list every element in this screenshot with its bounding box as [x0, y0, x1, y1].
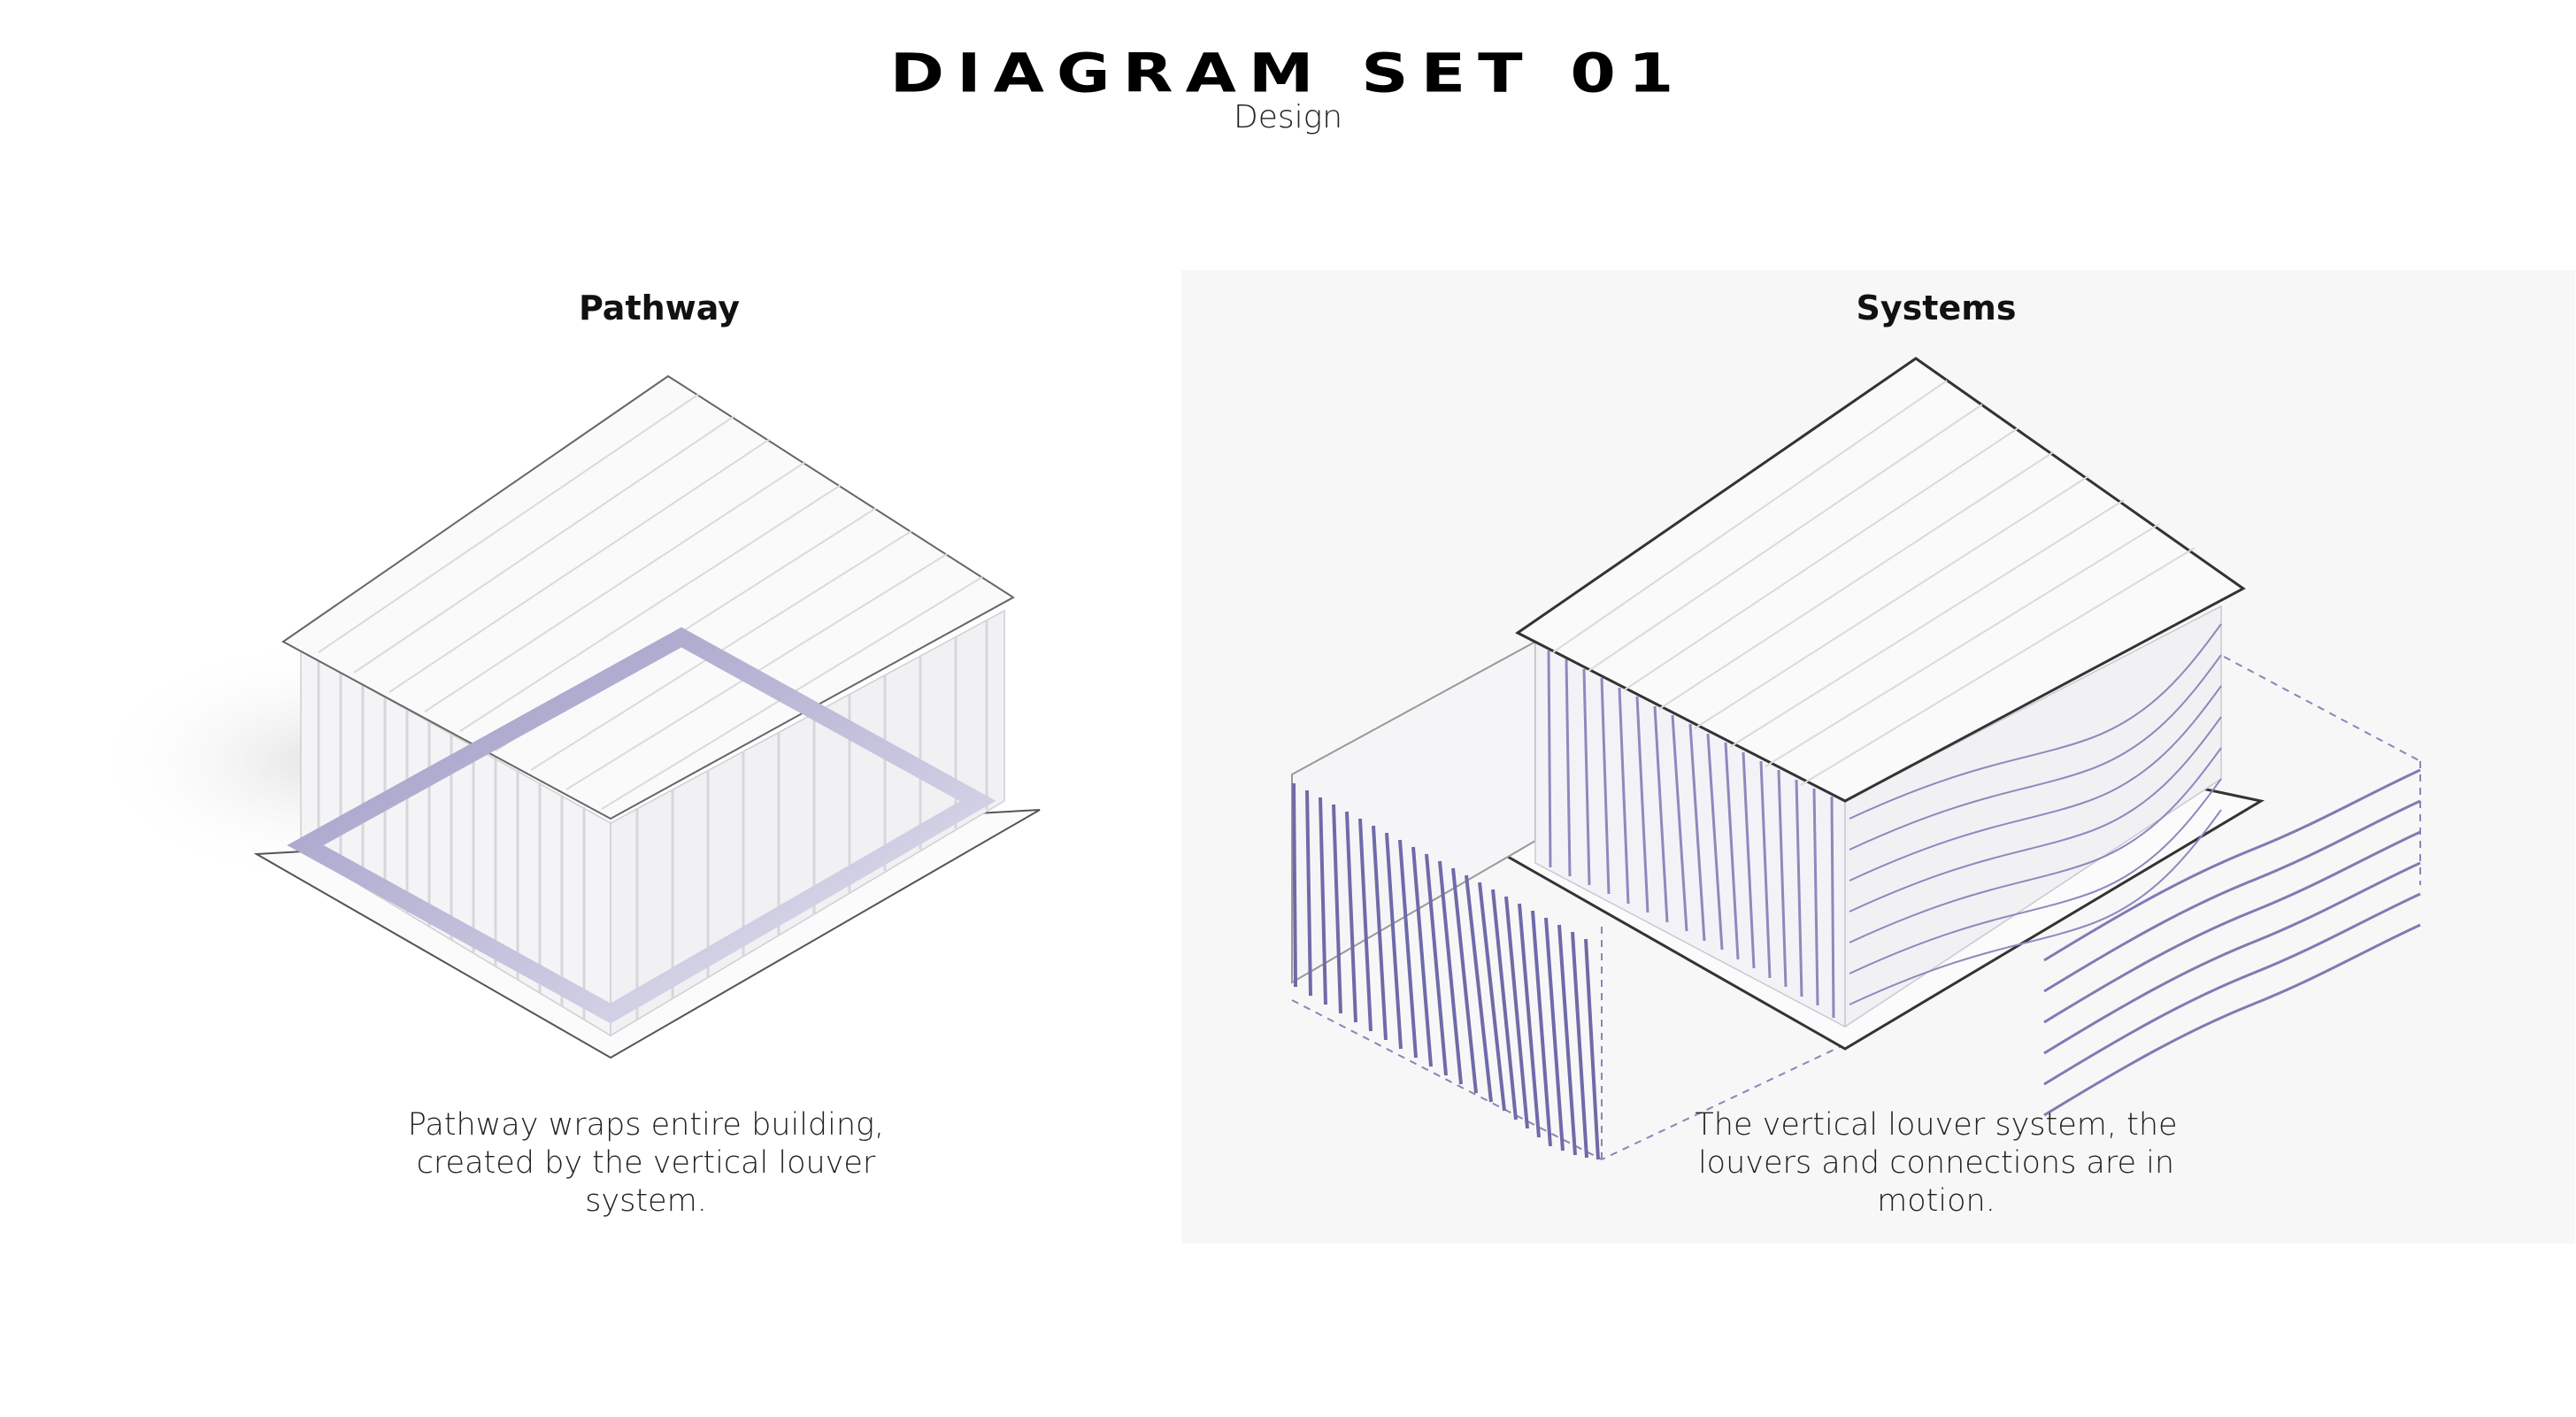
- systems-caption: The vertical louver system, the louvers …: [1695, 1107, 2178, 1219]
- roof-plane: [281, 374, 1015, 820]
- projection-lines: [1291, 650, 2421, 1160]
- exploded-connections: [2043, 768, 2421, 1117]
- sheet-subtitle: Design: [1233, 99, 1343, 135]
- wavy-connections-wall: [1849, 623, 2222, 1005]
- pathway-heading: Pathway: [578, 289, 741, 327]
- building-louvers: [1547, 650, 1835, 1019]
- pathway-diagram: [88, 374, 1041, 1059]
- systems-roof-plane: [1515, 357, 2246, 803]
- systems-diagram: [1291, 357, 2421, 1160]
- sheet-title: DIAGRAM SET 01: [889, 42, 1687, 105]
- systems-roof-lines: [1552, 380, 2195, 786]
- pathway-loop: [287, 627, 996, 1024]
- systems-heading: Systems: [1856, 289, 2017, 327]
- exploded-louvers: [1292, 782, 1600, 1160]
- pathway-caption: Pathway wraps entire building, created b…: [407, 1107, 885, 1219]
- roof-lines: [318, 393, 983, 810]
